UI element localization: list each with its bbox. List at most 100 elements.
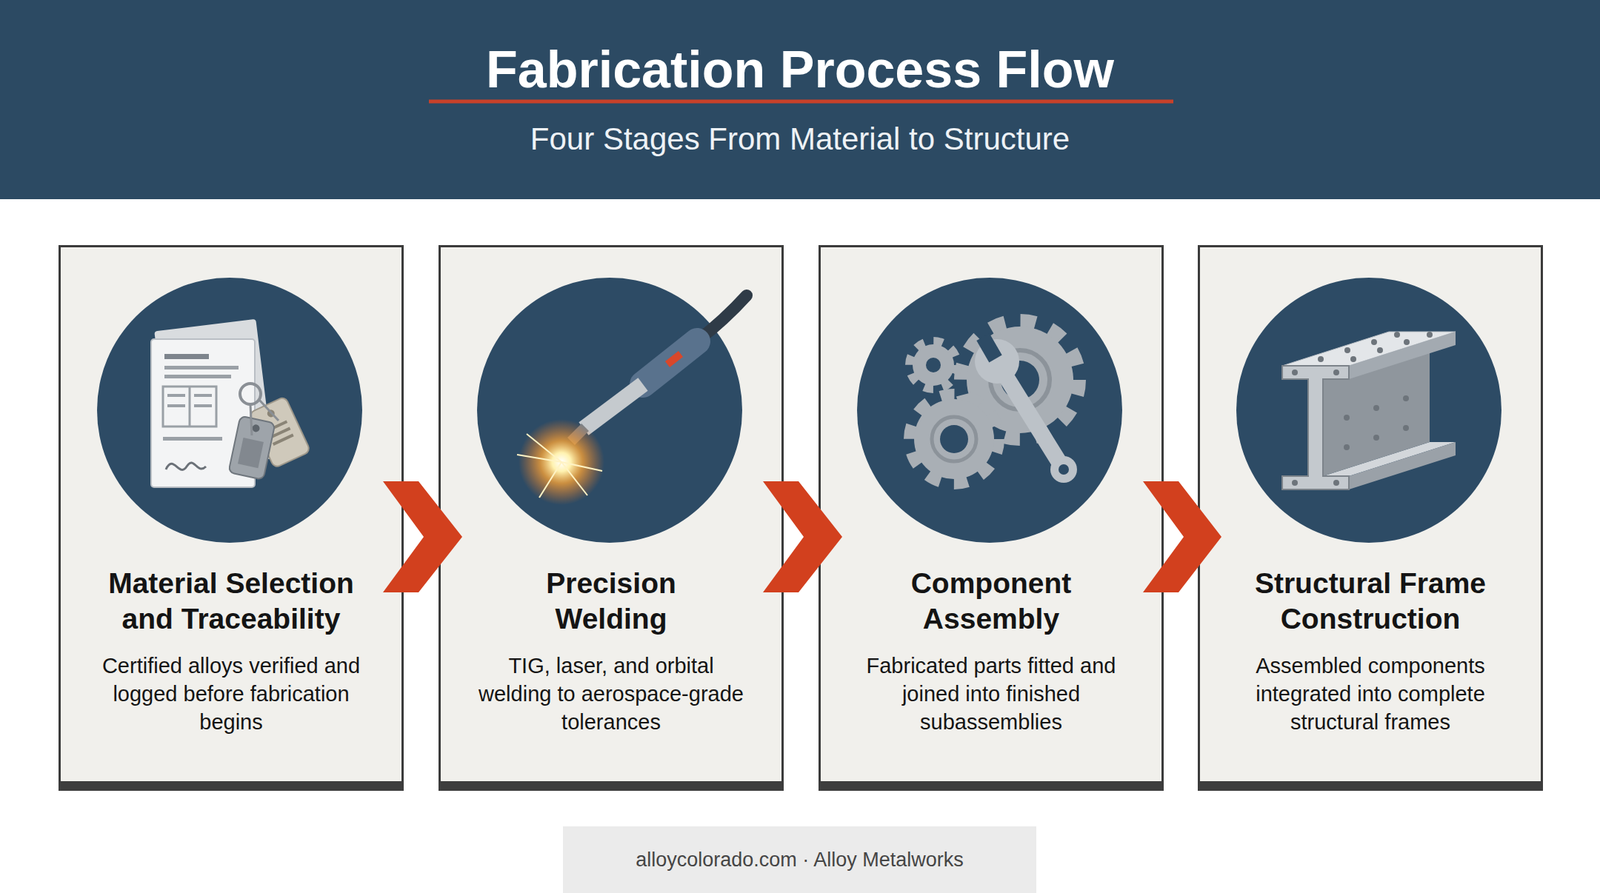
- document-line: [167, 404, 186, 408]
- rivet: [1402, 425, 1409, 432]
- rivet: [1291, 480, 1298, 486]
- tag: [228, 416, 275, 480]
- stage-title: Precision Welding: [529, 565, 693, 638]
- rivet: [1371, 339, 1378, 346]
- stage-description: TIG, laser, and orbital welding to aeros…: [477, 651, 745, 737]
- wrench-end: [1050, 456, 1078, 483]
- flow-chevron: [382, 481, 463, 593]
- beam-face: [1348, 442, 1456, 490]
- gear-body: [914, 399, 995, 480]
- tag-mark: [237, 437, 264, 469]
- tag-body: [248, 396, 312, 469]
- beam-profile: [1282, 365, 1349, 490]
- gear: [960, 320, 1080, 440]
- key-ring: [240, 383, 261, 405]
- flow-chevron: [1142, 481, 1222, 593]
- tag-mark: [272, 434, 295, 446]
- rivet: [1350, 356, 1357, 363]
- gear-body: [966, 326, 1074, 434]
- process-card: Structural Frame ConstructionAssembled c…: [1197, 245, 1543, 792]
- icon-circle: [1236, 277, 1502, 543]
- torch-tip: [571, 427, 586, 442]
- process-card: Component AssemblyFabricated parts fitte…: [818, 245, 1164, 792]
- stage-description: Certified alloys verified and logged bef…: [97, 651, 365, 737]
- document-line: [194, 404, 212, 408]
- stage-title: Component Assembly: [842, 565, 1140, 638]
- stage-description: Assembled components integrated into com…: [1233, 651, 1508, 737]
- torch-nozzle: [583, 384, 643, 429]
- weld-spark: [518, 419, 605, 506]
- gear-hole: [940, 425, 969, 454]
- rivet: [1403, 339, 1410, 346]
- header-band: Fabrication Process Flow: [0, 0, 1600, 200]
- torch-trigger: [667, 354, 681, 365]
- title-underline: [428, 100, 1174, 104]
- rivet: [1373, 434, 1380, 441]
- gear-ring: [990, 350, 1050, 410]
- process-card: Material Selection and TraceabilityCerti…: [58, 245, 404, 792]
- rivet: [1343, 414, 1350, 421]
- spark-ray: [561, 462, 588, 496]
- beam-face: [1348, 331, 1456, 380]
- rivet: [1373, 405, 1380, 412]
- gear-body: [912, 344, 955, 386]
- gear-hole: [925, 357, 941, 373]
- spark-ray: [517, 454, 562, 463]
- wrench: [974, 333, 1078, 483]
- wrench-shaft: [1002, 371, 1064, 470]
- document-table: [162, 386, 217, 427]
- tag-mark: [269, 427, 292, 440]
- wrench-head: [974, 339, 1020, 384]
- rivet: [1343, 444, 1350, 451]
- footer-box: alloycolorado.com · Alloy Metalworks: [562, 826, 1037, 893]
- tag: [248, 396, 312, 469]
- torch-hose: [698, 295, 747, 340]
- stage-title: Material Selection and Traceability: [82, 565, 380, 638]
- caption-text: alloycolorado.com · Alloy Metalworks: [635, 848, 964, 872]
- document-sheet: [151, 339, 255, 488]
- document-table: [188, 386, 192, 427]
- icon-circle: [97, 277, 363, 543]
- tag-hole: [265, 408, 276, 419]
- icon-circle: [857, 277, 1123, 543]
- document-line: [167, 394, 186, 398]
- subtitle-text: Four Stages From Material to Structure: [0, 121, 1600, 158]
- tag-mark: [265, 420, 288, 432]
- rivet: [1394, 331, 1400, 338]
- wrench-hole: [1058, 464, 1069, 475]
- gear: [909, 394, 999, 484]
- wrench-jaw: [976, 333, 1002, 363]
- i-beam-icon: [1282, 331, 1456, 490]
- tag-string: [250, 404, 252, 436]
- tag-hole: [251, 423, 261, 433]
- rivet: [1402, 395, 1409, 402]
- icon-circle: [477, 277, 743, 543]
- torch-handle: [642, 341, 698, 385]
- rivets: [1291, 331, 1433, 486]
- document-line: [162, 437, 223, 441]
- gear-teeth: [909, 394, 999, 484]
- rivet: [1317, 356, 1324, 363]
- rivet: [1426, 331, 1433, 338]
- process-card: Precision WeldingTIG, laser, and orbital…: [438, 245, 784, 792]
- gear-ring: [931, 417, 977, 462]
- rivet: [1291, 369, 1298, 376]
- rivet: [1377, 347, 1383, 354]
- beam-face: [1322, 442, 1456, 477]
- gears-icon: [909, 320, 1080, 484]
- stage-description: Fabricated parts fitted and joined into …: [857, 651, 1125, 737]
- flow-chevron: [762, 481, 843, 593]
- gear-teeth: [909, 341, 958, 389]
- spark-rays: [517, 434, 603, 498]
- title-text: Fabrication Process Flow: [0, 41, 1600, 98]
- spark-ray: [526, 434, 562, 463]
- rivet: [1344, 347, 1351, 354]
- tag-body: [228, 416, 275, 480]
- spark-ray: [539, 462, 562, 498]
- spark-ray: [561, 462, 603, 472]
- welding-torch-icon: [517, 295, 747, 506]
- gear-hole: [1000, 360, 1040, 400]
- document-sheet: [154, 319, 273, 472]
- document-line: [164, 374, 232, 379]
